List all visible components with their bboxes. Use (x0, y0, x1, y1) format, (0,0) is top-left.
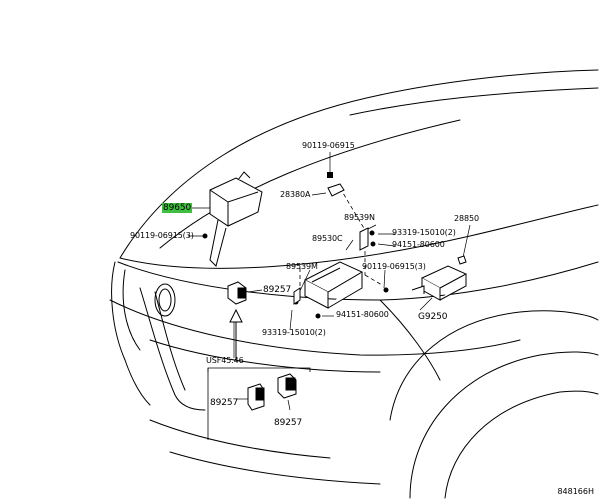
tire-inner (444, 390, 599, 499)
label-28380A: 28380A (280, 190, 311, 199)
label-28850: 28850 (454, 214, 479, 223)
label-90119-06915-3-right: 90119-06915(3) (362, 262, 426, 271)
label-89257-inset-a: 89257 (210, 398, 239, 408)
emblem (154, 283, 176, 317)
label-89257-main: 89257 (263, 285, 292, 295)
part-89530C (303, 261, 364, 309)
bolt-icon (327, 172, 333, 178)
part-G9250 (411, 255, 468, 301)
hood-outline (119, 69, 599, 259)
label-89539N-right: 89539N (344, 213, 375, 222)
label-USF4546: USF45.46 (206, 356, 244, 365)
tire-outer (409, 351, 599, 499)
lower-line (169, 451, 381, 485)
headlamp-left-inner (122, 269, 141, 351)
hood-crease-2 (349, 87, 599, 116)
emblem-inner (158, 288, 172, 312)
bolt-icon (369, 230, 375, 236)
label-G9250: G9250 (418, 312, 448, 322)
label-89650: 89650 (162, 203, 193, 213)
label-93319-15010-2-bottom: 93319-15010(2) (262, 328, 326, 337)
grille-inner (154, 291, 186, 391)
label-90119-06915-top: 90119-06915 (302, 141, 355, 150)
label-89530C: 89530C (312, 234, 343, 243)
bumper-bottom (149, 419, 331, 459)
bolt-icon (315, 313, 321, 319)
grille-outline (139, 287, 206, 411)
fender-line (379, 299, 441, 381)
bumper-line-1 (109, 299, 521, 356)
label-89650-highlight: 89650 (162, 203, 193, 213)
part-89257-main (227, 281, 247, 305)
part-89257-inset-a (247, 383, 265, 411)
headlamp-left (111, 261, 151, 406)
label-94151-80600-bottom: 94151-80600 (336, 310, 389, 319)
label-90119-06915-3-left: 90119-06915(3) (130, 231, 194, 240)
part-89650 (209, 171, 263, 267)
bumper-line-2 (149, 339, 381, 373)
bolt-icon (202, 233, 208, 239)
label-89539M: 89539M (286, 262, 318, 271)
part-28380A (327, 183, 345, 197)
hood-crease (159, 119, 461, 249)
part-89257-inset-b (277, 373, 297, 399)
arrow-up-icon (229, 308, 243, 323)
part-89539M (293, 287, 301, 305)
wheel-arch (389, 310, 599, 421)
hood-front-edge (119, 204, 599, 269)
inset-bracket (207, 367, 311, 372)
bolt-icon (383, 287, 389, 293)
label-89257-inset-b: 89257 (274, 418, 303, 428)
diagram-code: 848166H (557, 487, 594, 496)
label-93319-15010-2-right: 93319-15010(2) (392, 228, 456, 237)
label-94151-80600-right: 94151-80600 (392, 240, 445, 249)
bolt-icon (370, 241, 376, 247)
part-89539N-right (359, 227, 369, 251)
